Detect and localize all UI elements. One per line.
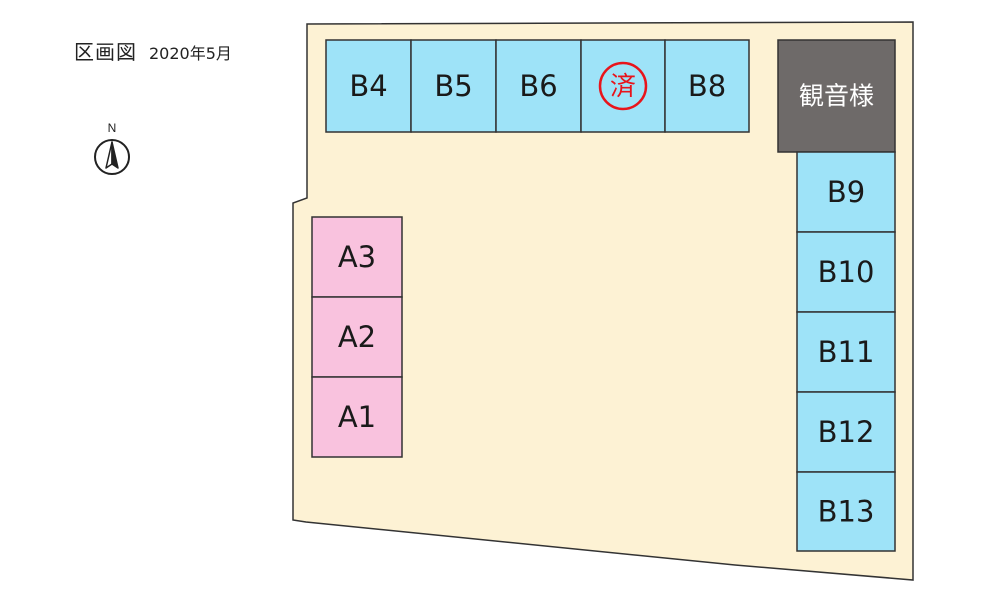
lot-B12[interactable]: B12 bbox=[796, 391, 896, 473]
lot-A2-label: A2 bbox=[338, 320, 376, 354]
lot-B6[interactable]: B6 bbox=[495, 39, 582, 133]
sold-stamp-text: 済 bbox=[610, 72, 636, 102]
lot-B8-label: B8 bbox=[688, 69, 726, 103]
lot-B13-label: B13 bbox=[818, 495, 875, 529]
kannon-shrine: 観音様 bbox=[777, 39, 896, 153]
map-title: 区画図 bbox=[74, 40, 137, 64]
map-header: 区画図 2020年5月 bbox=[74, 36, 232, 65]
lot-B10-label: B10 bbox=[818, 255, 875, 289]
lot-A1-label: A1 bbox=[338, 400, 376, 434]
lot-B10[interactable]: B10 bbox=[796, 231, 896, 313]
lot-B9-label: B9 bbox=[827, 175, 865, 209]
lot-B9[interactable]: B9 bbox=[796, 151, 896, 233]
lot-A3[interactable]: A3 bbox=[311, 216, 403, 298]
lot-B4[interactable]: B4 bbox=[325, 39, 412, 133]
lot-B8[interactable]: B8 bbox=[664, 39, 750, 133]
lot-B11[interactable]: B11 bbox=[796, 311, 896, 393]
shrine-label: 観音様 bbox=[799, 82, 874, 111]
lot-B6-label: B6 bbox=[519, 69, 557, 103]
lot-A2[interactable]: A2 bbox=[311, 296, 403, 378]
lot-A3-label: A3 bbox=[338, 240, 376, 274]
sold-stamp-icon: 済 bbox=[598, 61, 648, 111]
north-arrow-icon bbox=[94, 139, 130, 175]
compass-north-label: N bbox=[108, 121, 117, 135]
lot-B5[interactable]: B5 bbox=[410, 39, 497, 133]
site-boundary bbox=[292, 21, 914, 581]
lot-B11-label: B11 bbox=[818, 335, 875, 369]
compass: N bbox=[94, 121, 130, 175]
lot-B5-label: B5 bbox=[434, 69, 472, 103]
lot-B7-sold[interactable]: 済 bbox=[580, 39, 666, 133]
lot-B12-label: B12 bbox=[818, 415, 875, 449]
lot-A1[interactable]: A1 bbox=[311, 376, 403, 458]
map-date: 2020年5月 bbox=[149, 44, 232, 63]
lot-B13[interactable]: B13 bbox=[796, 471, 896, 552]
lot-B4-label: B4 bbox=[349, 69, 387, 103]
